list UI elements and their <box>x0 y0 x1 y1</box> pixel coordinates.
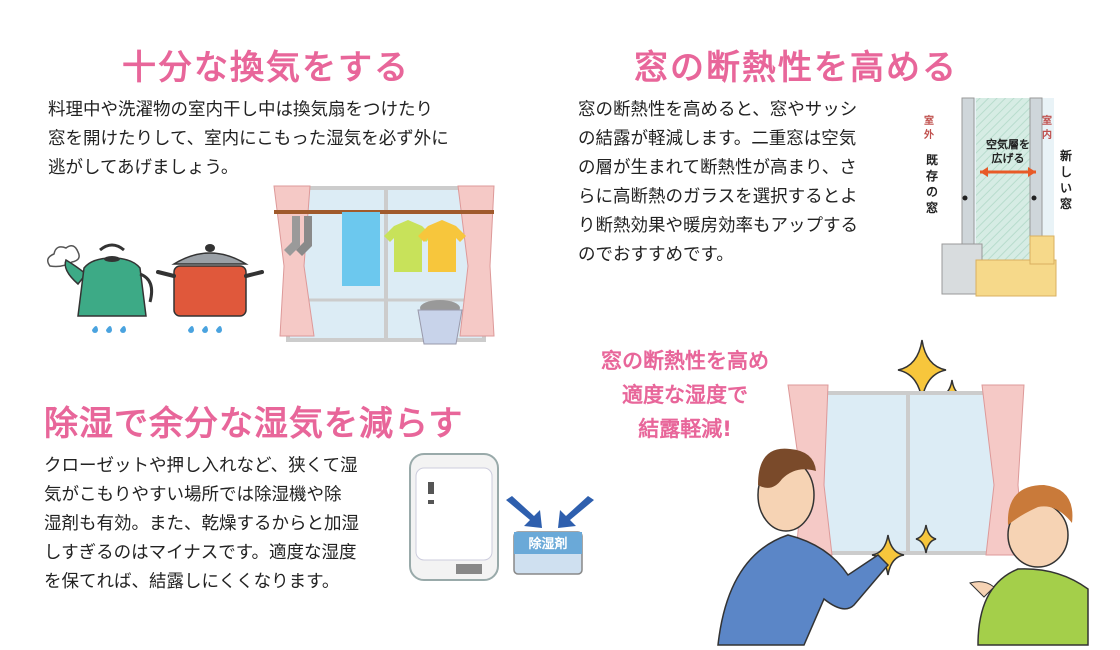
pot-icon <box>156 244 264 317</box>
man-figure <box>717 448 890 646</box>
curtain-right <box>457 185 495 337</box>
ventilation-body: 料理中や洗濯物の室内干し中は換気扇をつけたり 窓を開けたりして、室内にこもった湿… <box>48 100 449 178</box>
desiccant-label: 除湿剤 <box>528 536 567 552</box>
dehumidify-body: クローゼットや押し入れなど、狭くて湿 気がこもりやすい場所では除湿機や除 湿剤も… <box>44 456 359 592</box>
flame-icon-2 <box>188 326 222 333</box>
flame-icon <box>92 326 126 333</box>
existing-window-label: 既存の窓 <box>925 153 938 215</box>
outdoor-label: 室外 <box>923 114 934 141</box>
arrow-down-left-icon <box>558 496 594 528</box>
arrow-down-right-icon <box>506 496 542 528</box>
laundry-window-illustration <box>273 185 495 345</box>
kettle-pot-illustration <box>47 243 264 333</box>
insulation-body: 窓の断熱性を高めると、窓やサッシ の結露が軽減します。二重窓は空気 の層が生まれ… <box>578 100 858 265</box>
shirt-icon <box>384 220 466 272</box>
air-layer-label: 空気層を広げる <box>986 137 1030 165</box>
new-window-label: 新しい窓 <box>1060 148 1072 211</box>
callout-text: 窓の断熱性を高め 適度な湿度で 結露軽減! <box>601 349 769 441</box>
dehumidifier-illustration: 除湿剤 <box>409 453 594 581</box>
laundry-basket-icon <box>417 300 463 345</box>
steam-icon <box>47 245 80 268</box>
dehumidify-title: 除湿で余分な湿気を減らす <box>44 404 464 444</box>
socks-icon <box>284 216 312 256</box>
people-window-illustration <box>717 384 1089 646</box>
double-window-diagram: 室外 室内 空気層を広げる 既存の窓 新しい窓 <box>923 97 1072 297</box>
kettle-icon <box>64 243 154 317</box>
ventilation-title: 十分な換気をする <box>122 48 410 88</box>
desiccant-box-icon: 除湿剤 <box>513 531 583 575</box>
insulation-title: 窓の断熱性を高める <box>634 48 958 88</box>
indoor-label: 室内 <box>1042 114 1052 141</box>
dehumidifier-icon <box>409 453 499 581</box>
towel-icon <box>342 212 380 286</box>
sparkle-group-2 <box>871 524 937 576</box>
boy-figure <box>969 485 1089 646</box>
